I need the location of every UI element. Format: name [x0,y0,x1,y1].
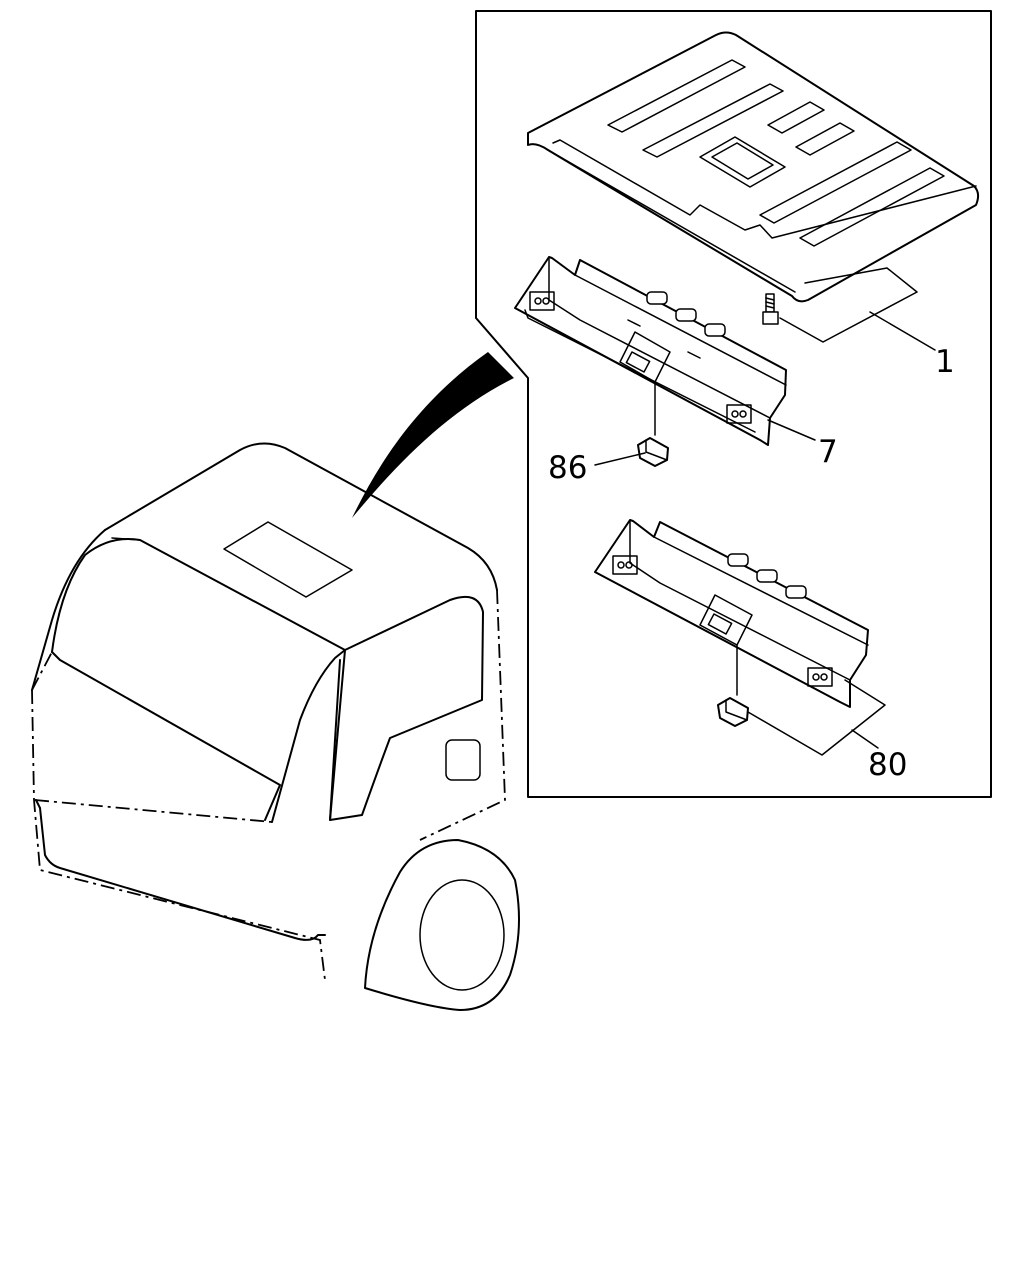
leader-part-1 [779,267,936,351]
clip-80 [717,697,749,727]
pointer-arrow [352,352,514,518]
clip-86 [637,437,669,467]
bolt [762,293,779,325]
callout-part-7: 7 [818,434,838,470]
roof-panel [527,31,980,303]
console-panel-upper [514,256,787,446]
console-panel-lower [594,519,869,708]
detail-frame [475,10,992,798]
leaders-7-86 [594,419,816,466]
callout-part-1: 1 [935,344,955,380]
callout-part-80: 80 [868,747,907,783]
callout-part-86: 86 [548,450,587,486]
leader-part-80 [747,679,886,756]
truck-cab [31,442,520,1011]
